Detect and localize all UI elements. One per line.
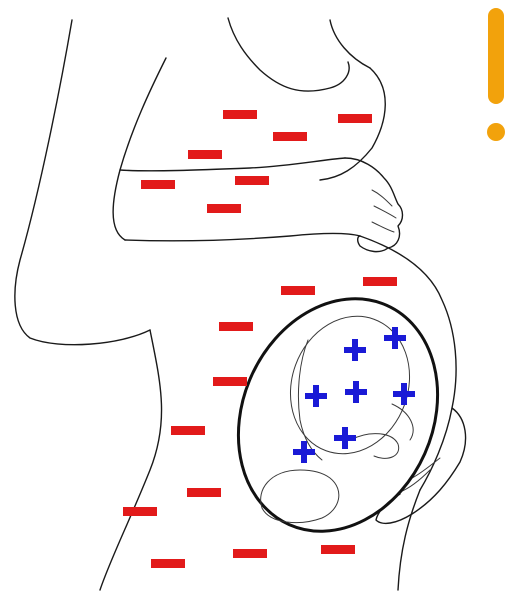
neck-right-outline	[330, 20, 370, 68]
minus-sign	[123, 507, 157, 516]
finger-lines	[372, 190, 396, 232]
shoulder-outline	[113, 58, 166, 240]
plus-sign	[393, 383, 415, 405]
mother-silhouette	[15, 18, 466, 590]
minus-sign	[171, 426, 205, 435]
front-leg-outline	[398, 490, 420, 590]
minus-sign	[223, 110, 257, 119]
plus-sign	[345, 381, 367, 403]
uterus-outline	[202, 267, 473, 564]
neck-outline	[228, 18, 349, 91]
minus-sign	[363, 277, 397, 286]
minus-sign	[281, 286, 315, 295]
minus-sign	[321, 545, 355, 554]
exclamation-mark-icon	[487, 8, 505, 141]
lower-hand-outline	[376, 408, 466, 523]
hip-outline	[100, 330, 162, 590]
minus-sign	[219, 322, 253, 331]
hand-outline	[345, 158, 403, 252]
minus-sign	[207, 204, 241, 213]
minus-sign	[233, 549, 267, 558]
minus-sign	[187, 488, 221, 497]
minus-sign	[213, 377, 247, 386]
forearm-outline	[125, 233, 360, 240]
chest-outline	[320, 68, 385, 180]
minus-sign	[273, 132, 307, 141]
plus-sign	[334, 427, 356, 449]
plus-sign	[344, 339, 366, 361]
minus-sign	[235, 176, 269, 185]
back-outline	[15, 20, 150, 345]
plus-sign	[293, 441, 315, 463]
minus-sign	[338, 114, 372, 123]
minus-sign	[188, 150, 222, 159]
minus-sign	[141, 180, 175, 189]
fetus-limbs	[350, 404, 413, 458]
upper-arm-outline	[120, 158, 345, 171]
minus-sign	[151, 559, 185, 568]
plus-sign	[305, 385, 327, 407]
